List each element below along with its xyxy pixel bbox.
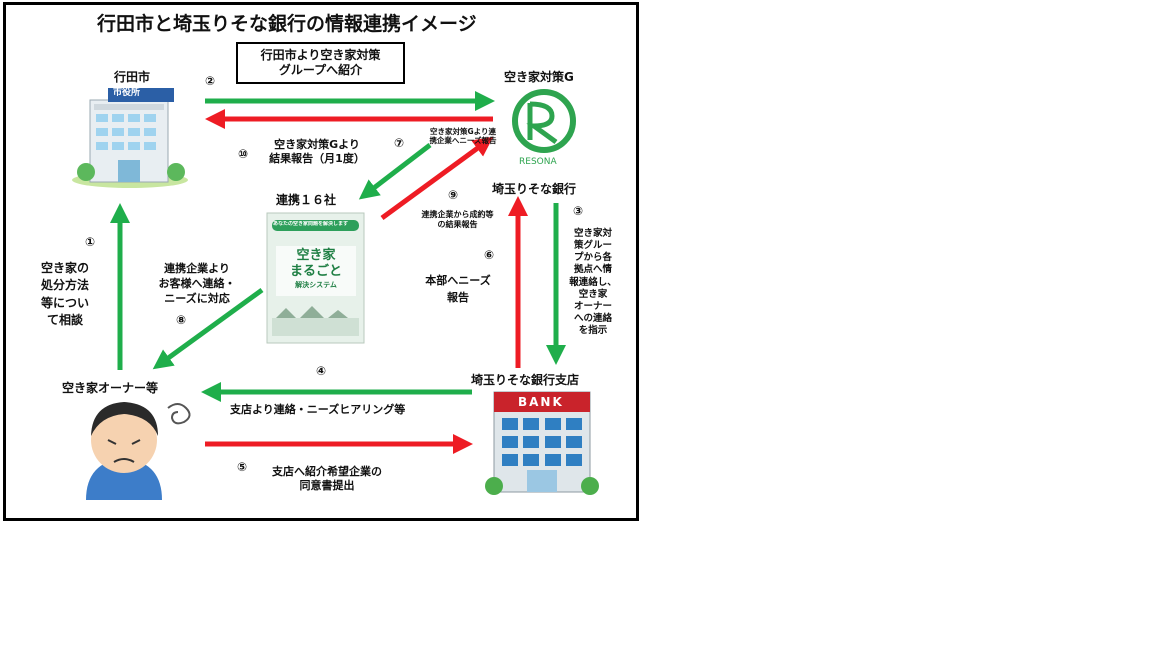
- step-8-line: ニーズに対応: [164, 291, 230, 305]
- step-10-line: 結果報告（月1度）: [269, 151, 365, 165]
- partners-leaflet-icon: [266, 212, 365, 344]
- resona-logo-icon: [512, 89, 576, 153]
- resona-logo-text: RESONA: [519, 157, 557, 167]
- step-3-line: 空き家: [578, 288, 608, 300]
- step-9-line: 連携企業から成約等: [421, 210, 494, 219]
- step-5-line: 支店へ紹介希望企業の: [272, 465, 382, 478]
- step-3-line: 報連絡し、: [569, 276, 617, 288]
- step-6-line: 報告: [447, 290, 469, 304]
- step-3-line: 空き家対: [573, 228, 612, 239]
- step-5-text: 支店へ紹介希望企業の 同意書提出: [262, 465, 392, 493]
- step-4-num: ④: [316, 364, 327, 378]
- leaflet-line3: 解決システム: [295, 280, 337, 289]
- step-6-line: 本部へニーズ: [425, 274, 491, 287]
- step-7-line: 空き家対策Gより連: [429, 127, 496, 136]
- step-3-line: 拠点へ情: [573, 264, 612, 276]
- step-2-line1: 行田市より空き家対策: [260, 48, 381, 62]
- step-3-line: を指示: [578, 325, 608, 337]
- step-7-num: ⑦: [394, 136, 405, 150]
- step-2-line2: グループへ紹介: [278, 63, 363, 77]
- step-3-line: 策グルー: [573, 240, 612, 252]
- step-3-text: 空き家対 策グルー プから各 拠点へ情 報連絡し、 空き家 オーナー への連絡 …: [563, 228, 623, 337]
- step-1-text: 空き家の 処分方法 等につい て相談: [30, 260, 100, 330]
- step-9-num: ⑨: [448, 188, 459, 202]
- leaflet-line2: まるごと: [289, 264, 342, 280]
- step-1-line: 処分方法: [40, 278, 89, 293]
- step-2-box: 行田市より空き家対策 グループへ紹介: [236, 42, 405, 84]
- node-branch: 埼玉りそな銀行支店: [471, 373, 580, 387]
- step-7-text: 空き家対策Gより連 携企業へニーズ報告: [418, 127, 508, 146]
- node-saitama-resona: 埼玉りそな銀行: [492, 182, 577, 196]
- node-owner: 空き家オーナー等: [62, 381, 159, 395]
- step-1-line: 空き家の: [40, 261, 89, 275]
- step-6-text: 本部へニーズ 報告: [418, 273, 498, 306]
- step-10-line: 空き家対策Gより: [274, 138, 360, 151]
- step-5-num: ⑤: [237, 460, 248, 474]
- step-6-num: ⑥: [484, 248, 495, 262]
- leaflet-title: 空き家 まるごと 解決システム: [276, 248, 356, 289]
- step-9-line: の結果報告: [437, 220, 478, 229]
- leaflet-line1: 空き家: [296, 248, 336, 263]
- step-3-line: への連絡: [573, 313, 612, 325]
- step-7-line: 携企業へニーズ報告: [429, 136, 497, 146]
- step-8-line: 連携企業より: [164, 262, 230, 275]
- node-partners: 連携１６社: [276, 193, 337, 207]
- step-3-line: オーナー: [573, 300, 612, 312]
- step-10-num: ⑩: [238, 147, 249, 161]
- step-8-line: お客様へ連絡・: [158, 276, 236, 290]
- step-5-line: 同意書提出: [299, 478, 355, 492]
- arrow-8-partners-to-owner: [152, 287, 264, 370]
- node-vacant-group: 空き家対策G: [504, 70, 574, 84]
- step-9-text: 連携企業から成約等 の結果報告: [410, 210, 505, 230]
- step-4-text: 支店より連絡・ニーズヒアリング等: [230, 403, 406, 416]
- bank-building-icon: [485, 391, 599, 495]
- node-gyoda-city: 行田市: [114, 70, 151, 84]
- step-10-text: 空き家対策Gより 結果報告（月1度）: [257, 138, 377, 166]
- worried-owner-icon: [86, 402, 191, 500]
- bank-sign: BANK: [518, 395, 564, 409]
- city-hall-sign: 市役所: [113, 88, 141, 98]
- city-hall-icon: [72, 88, 188, 188]
- step-3-num: ③: [573, 204, 584, 218]
- step-1-line: て相談: [46, 313, 83, 328]
- step-1-num: ①: [85, 235, 96, 249]
- step-1-line: 等につい: [40, 295, 89, 310]
- step-8-text: 連携企業より お客様へ連絡・ ニーズに対応: [147, 262, 247, 307]
- arrow-9-partners-to-group: [380, 136, 494, 221]
- arrow-7-group-to-partners: [358, 143, 432, 200]
- diagram-title: 行田市と埼玉りそな銀行の情報連携イメージ: [97, 13, 477, 35]
- step-3-line: プから各: [573, 252, 612, 264]
- step-2-num: ②: [205, 74, 216, 88]
- step-8-num: ⑧: [176, 313, 187, 327]
- leaflet-banner: あなたの空き家問題を解決します: [273, 221, 349, 227]
